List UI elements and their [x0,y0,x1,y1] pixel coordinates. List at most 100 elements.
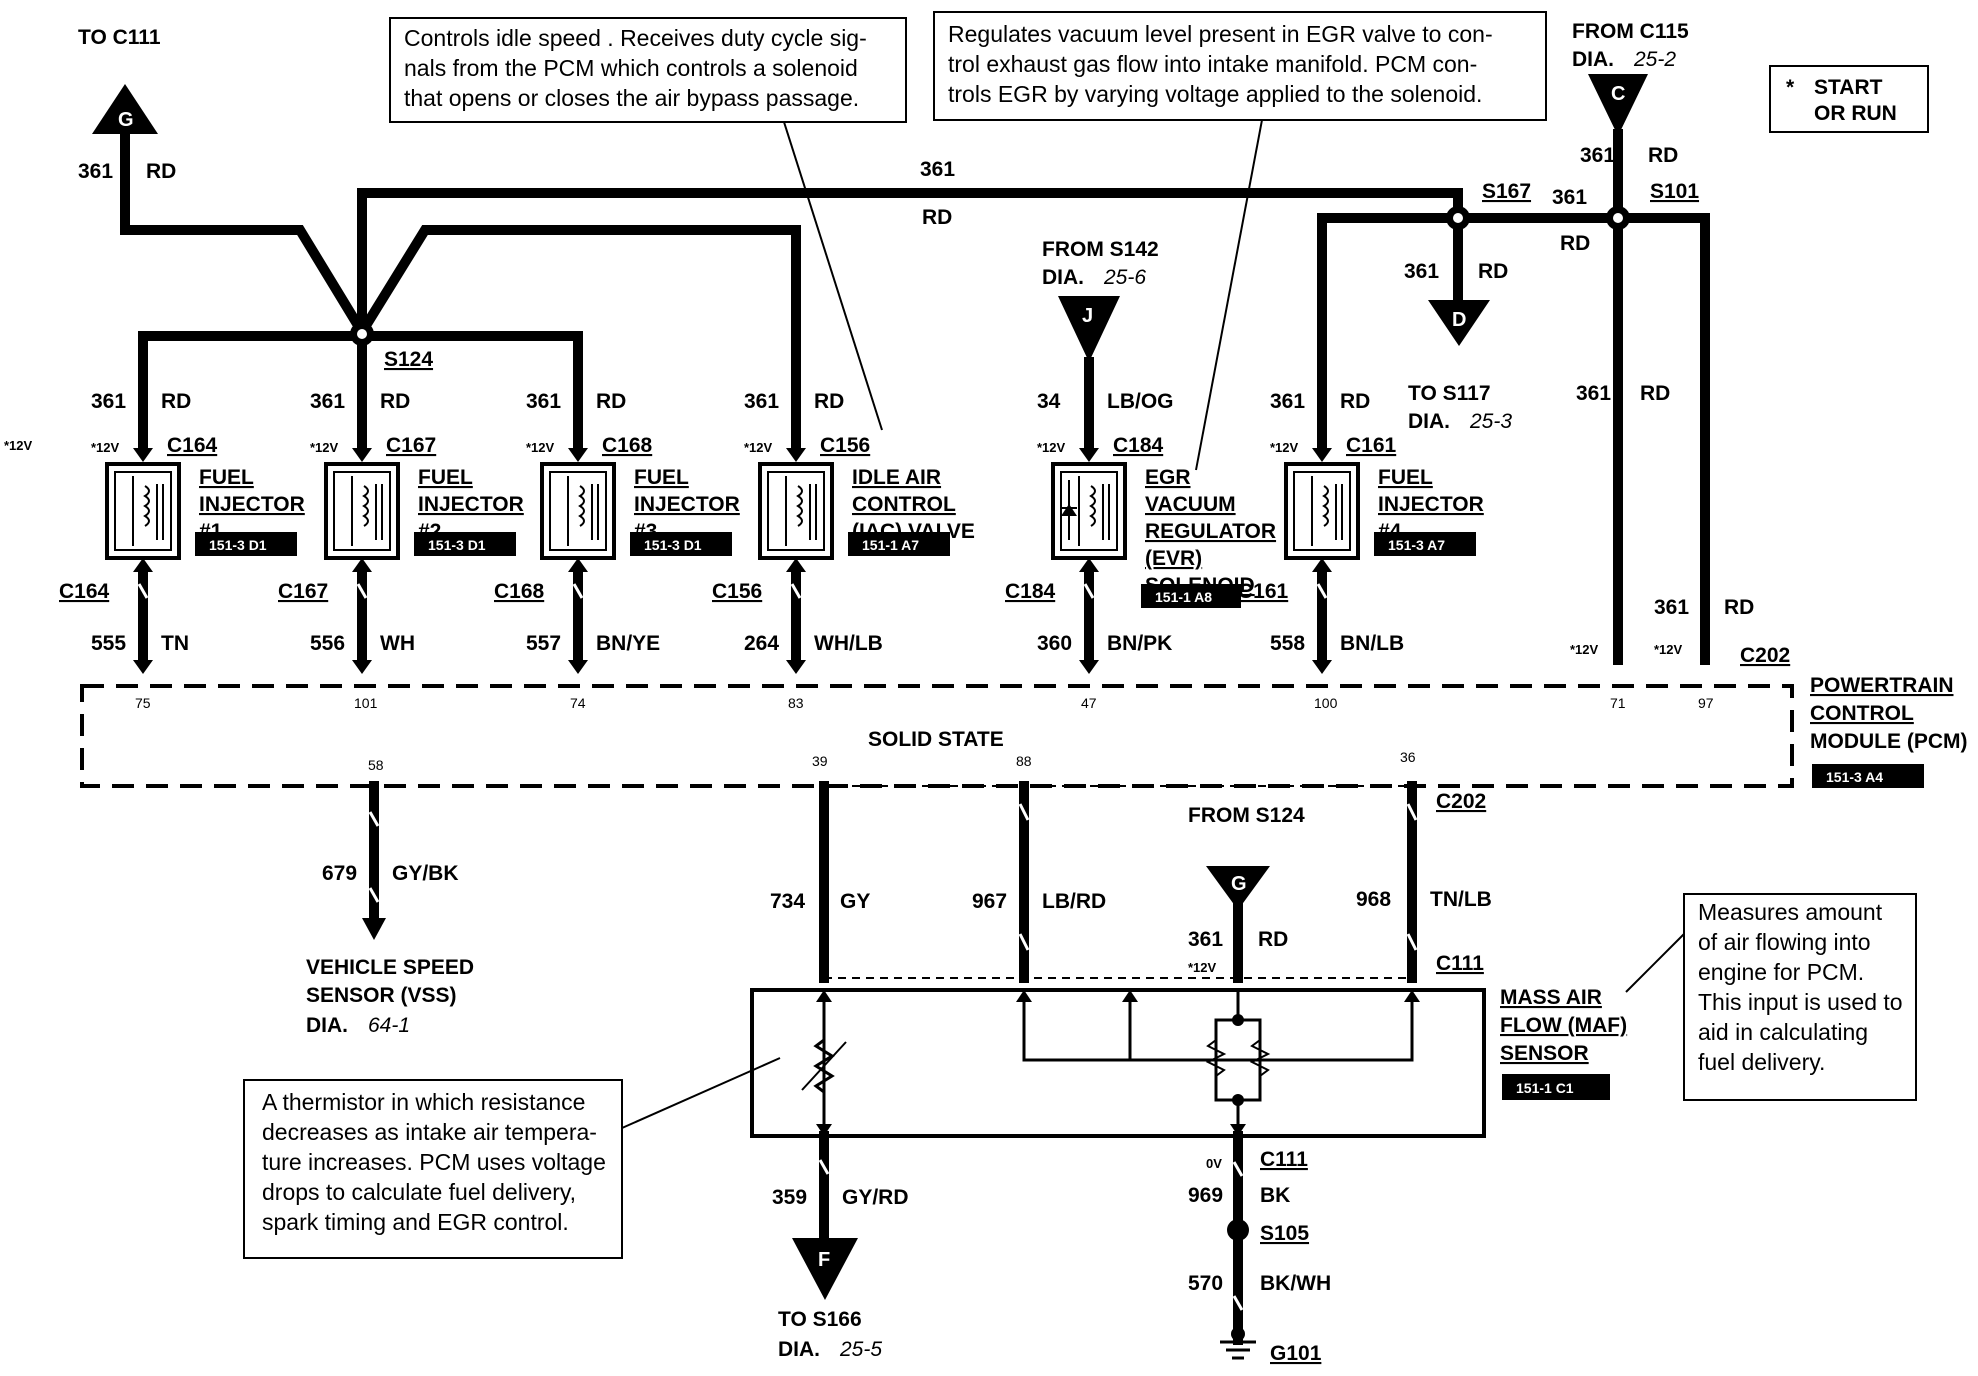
fuel-injector-2-box [324,462,400,560]
pcm-pin-88: 88 [1016,753,1032,769]
evr-solenoid-wire-tick [1083,583,1095,599]
maf-name-line2: FLOW (MAF) [1500,1014,1627,1037]
start-or-run-line2: OR RUN [1814,102,1897,125]
evr-solenoid-coil [1089,485,1096,527]
maf-from-s124: FROM S124 [1188,804,1305,827]
fuel-injector-1-ref-text: 151-3 D1 [209,537,267,553]
wire-570-color: BK/WH [1260,1272,1331,1295]
evr-solenoid-top-wire-color: LB/OG [1107,390,1174,413]
fuel-injector-4-12v: *12V [1270,440,1299,455]
iac-valve-ref-text: 151-1 A7 [862,537,919,553]
fuel-injector-3-top-wire-num: 361 [526,390,561,413]
fuel-injector-2-core [375,484,383,540]
pin97-wire-color: RD [1724,596,1754,619]
maf-thermistor-resistor [813,1038,835,1094]
iac-valve-name-line-2: CONTROL [852,493,956,516]
fuel-injector-2-top-conn: C167 [386,434,436,457]
connector-d-letter: D [1452,309,1466,331]
maf-ref-text: 151-1 C1 [1516,1080,1574,1096]
evr-solenoid-top-wire-num: 34 [1037,390,1061,413]
fuel-injector-4-bottom-conn: C161 [1238,580,1289,603]
iac-valve-12v: *12V [744,440,773,455]
to-c111-label: TO C111 [78,26,161,49]
maf-bridge-node-top [1232,1014,1244,1026]
wire-361-g-feed [120,129,369,339]
fuel-injector-2-coil [362,485,369,527]
fuel-injector-3-pcm-pin: 74 [570,695,586,711]
connector-c-letter: C [1611,83,1625,105]
fuel-injector-3-top-connector [568,448,588,462]
fuel-injector-4-coil [1322,485,1329,527]
fuel-injector-2-bottom-conn: C167 [278,580,328,603]
fuel-injector-3-name-line-1: FUEL [634,466,689,489]
fuel-injector-3-top-wire-color: RD [596,390,626,413]
to-s117-label: TO S117 [1408,382,1491,405]
fuel-injector-4-bottom-wire-color: BN/LB [1340,632,1404,655]
iac-valve-bottom-wire-color: WH/LB [814,632,883,655]
vss-wire-tick [368,811,380,827]
maf-thermistor-slash [801,1041,847,1091]
evr-solenoid-ref-badge [1141,584,1241,608]
connector-g-letter: G [118,109,134,131]
fuel-injector-2-wire-tick [356,583,368,599]
evr-solenoid-name-line-4: (EVR) [1145,547,1202,570]
connector-j-triangle [1058,296,1120,362]
maf-note-line3: engine for PCM. [1698,959,1864,985]
vss-name-line1: VEHICLE SPEED [306,956,474,979]
maf-note-leader [1625,933,1685,993]
thermistor-note-line5: spark timing and EGR control. [262,1209,569,1235]
fuel-injector-2-12v: *12V [310,440,339,455]
splice-s101-center [1613,213,1623,223]
fuel-injector-4-name-line-1: FUEL [1378,466,1433,489]
fuel-injector-4-core [1335,484,1343,540]
evr-solenoid-name-line-3: REGULATOR [1145,520,1276,543]
splice-s167-center [1453,213,1463,223]
vss-wire-num: 679 [322,862,357,885]
fuel-injector-4-top-wire-num: 361 [1270,390,1305,413]
iac-note-line2: nals from the PCM which controls a solen… [404,55,858,81]
tick-967-a [1018,803,1030,821]
evr-solenoid-12v: *12V [1037,440,1066,455]
wire-361-main-bus [357,188,1463,337]
to-s166-dia-val: 25-5 [839,1338,882,1361]
fuel-injector-1-top-wire-num: 361 [91,390,126,413]
maf-bridge-node-bottom [1232,1094,1244,1106]
iac-valve-bottom-conn: C156 [712,580,762,603]
tick-967-b [1018,933,1030,951]
d-wire-color: RD [1478,260,1508,283]
fuel-injector-3-bottom-wire-num: 557 [526,632,561,655]
vss-wire-tick2 [368,887,380,903]
connector-g2-triangle [1206,866,1270,910]
fuel-injector-2-top-wire-num: 361 [310,390,345,413]
to-s166-label: TO S166 [778,1308,862,1331]
evr-solenoid-name-line-2: VACUUM [1145,493,1236,516]
wire-969-num: 969 [1188,1184,1223,1207]
iac-valve-bottom-wire-num: 264 [744,632,779,655]
start-or-run-line1: START [1814,76,1883,99]
wire-968-num: 968 [1356,888,1391,911]
maf-note-line5: aid in calculating [1698,1019,1868,1045]
thermistor-note-line4: drops to calculate fuel delivery, [262,1179,576,1205]
fuel-injector-1-bottom-wire-num: 555 [91,632,126,655]
fuel-injector-1-ref-badge [195,532,297,556]
maf-name-line1: MASS AIR [1500,986,1602,1009]
fuel-injector-1-wire-tick [137,583,149,599]
start-or-run-star: * [1786,76,1795,99]
pcm-pin-58: 58 [368,757,384,773]
connector-j-letter: J [1082,305,1093,327]
maf-bridge-arrow-2 [1122,990,1138,1002]
to-s166-dia: DIA. [778,1338,820,1361]
tick-359-a [818,1159,830,1175]
from-s142-dia-val: 25-6 [1103,266,1146,289]
connector-d-triangle [1428,300,1490,346]
fuel-injector-3-bottom-conn: C168 [494,580,545,603]
pcm-pin-36: 36 [1400,749,1416,765]
maf-bridge-wiring [1022,990,1414,1062]
from-c115-label: FROM C115 [1572,20,1689,43]
fuel-injector-4-ref-badge [1374,532,1476,556]
maf-bridge-arrow-ground [1230,1124,1246,1136]
pcm-c202-top: C202 [1740,644,1790,667]
d-wire-num: 361 [1404,260,1439,283]
thermistor-note-box [243,1079,623,1259]
fuel-injector-3-top-conn: C168 [602,434,653,457]
